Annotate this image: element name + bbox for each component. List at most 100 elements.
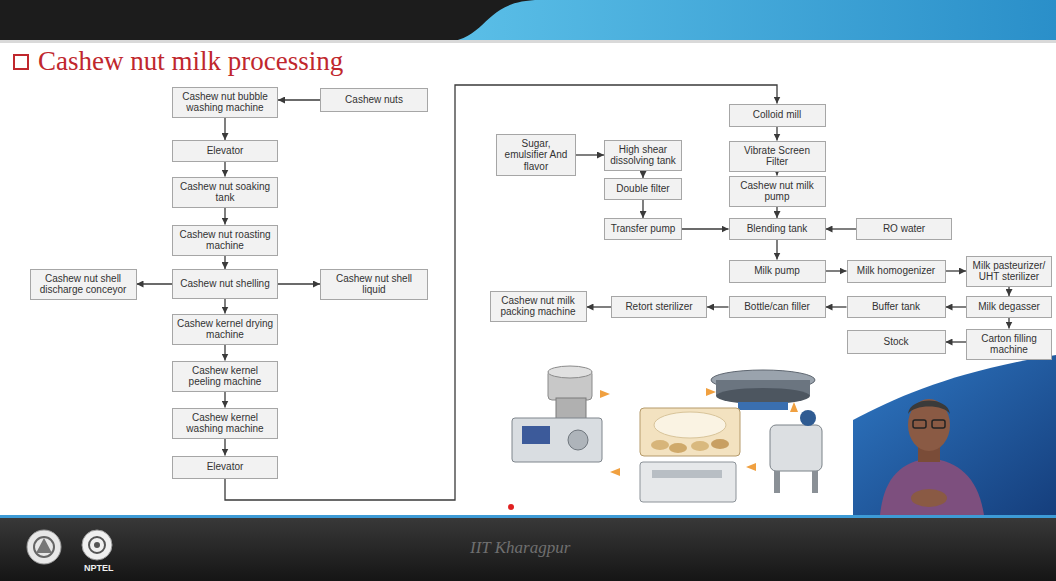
flow-arrow [826, 306, 847, 307]
box-text: Milk degasser [978, 301, 1040, 313]
process-box: Cashew nut roasting machine [172, 225, 278, 256]
process-box: Cashew nut bubble washing machine [172, 87, 278, 118]
presenter-video [853, 355, 1056, 515]
process-box: Double filter [604, 178, 682, 200]
process-box: RO water [856, 218, 952, 240]
box-text: RO water [883, 223, 925, 235]
flow-arrow [1008, 318, 1009, 329]
flow-arrow [278, 99, 320, 100]
box-text: Cashew nut roasting machine [176, 229, 274, 252]
box-text: Double filter [616, 183, 669, 195]
process-box: Cashew nut shelling [172, 269, 278, 299]
flow-arrow [826, 270, 847, 271]
institute-logo [27, 530, 61, 564]
process-box: Milk pasteurizer/ UHT sterilizer [966, 256, 1052, 287]
process-box: Cashew kernel washing machine [172, 408, 278, 439]
process-box: Bottle/can filler [729, 296, 826, 318]
flow-arrow [587, 306, 612, 307]
flow-arrow [776, 240, 777, 260]
process-box: Cashew nut shell liquid [320, 269, 428, 300]
process-box: Elevator [172, 456, 278, 479]
process-box: Blending tank [729, 218, 826, 240]
box-text: Cashew nut shell liquid [324, 273, 424, 296]
watermark: IIT Kharagpur [470, 538, 570, 558]
bottom-rule [0, 515, 1056, 518]
flow-arrow [826, 228, 857, 229]
flow-arrow [224, 256, 225, 270]
process-box: Cashew nuts [320, 88, 428, 112]
flow-arrow [224, 345, 225, 361]
flow-arrow [776, 127, 777, 141]
process-box: Colloid mill [729, 104, 826, 127]
box-text: Elevator [207, 145, 244, 157]
process-box: Cashew nut milk packing machine [490, 291, 587, 322]
box-text: Cashew nut milk pump [733, 180, 822, 203]
flow-arrow [278, 283, 320, 284]
flow-arrow [224, 162, 225, 177]
flow-arrow [224, 439, 225, 456]
box-text: Buffer tank [872, 301, 920, 313]
box-text: Cashew nut milk packing machine [494, 295, 583, 318]
flow-arrow [642, 171, 643, 179]
box-text: Colloid mill [753, 109, 801, 121]
box-text: Cashew nut bubble washing machine [176, 91, 274, 114]
flow-arrow [776, 207, 777, 219]
process-box: Milk degasser [966, 296, 1052, 318]
process-box: Cashew kernel drying machine [172, 314, 278, 345]
process-box: Carton filling machine [966, 329, 1052, 360]
box-text: Elevator [207, 461, 244, 473]
flow-arrow [707, 306, 729, 307]
box-text: Sugar, emulsifier And flavor [500, 138, 572, 173]
process-box: High shear dissolving tank [604, 140, 682, 171]
equipment-photo [512, 366, 822, 502]
top-rule [0, 40, 1056, 43]
slide-title: Cashew nut milk processing [38, 46, 343, 77]
box-text: Blending tank [747, 223, 808, 235]
box-text: Cashew nuts [345, 94, 403, 106]
flow-arrow [224, 208, 225, 225]
box-text: Milk pump [754, 265, 800, 277]
box-text: Vibrate Screen Filter [733, 145, 822, 168]
box-text: Milk pasteurizer/ UHT sterilizer [970, 260, 1048, 283]
flow-arrow [225, 85, 777, 500]
process-box: Retort sterilizer [611, 296, 707, 318]
box-text: Stock [883, 336, 908, 348]
process-box: Cashew kernel peeling machine [172, 361, 278, 392]
process-box: Transfer pump [604, 218, 682, 240]
bottom-bar [0, 515, 1056, 581]
box-text: Transfer pump [611, 223, 676, 235]
flow-arrow [224, 392, 225, 408]
process-box: Elevator [172, 140, 278, 162]
process-box: Milk homogenizer [847, 260, 946, 283]
box-text: Cashew kernel drying machine [176, 318, 274, 341]
flow-arrow [1008, 287, 1009, 297]
laser-dot [508, 504, 514, 510]
flow-arrow [224, 118, 225, 141]
box-text: High shear dissolving tank [608, 144, 678, 167]
flow-arrow [946, 341, 967, 342]
box-text: Carton filling machine [970, 333, 1048, 356]
process-box: Buffer tank [847, 296, 946, 318]
box-text: Cashew nut shelling [180, 278, 270, 290]
process-box: Stock [847, 330, 946, 354]
flow-arrow [137, 283, 173, 284]
flow-arrow [576, 154, 604, 155]
box-text: Milk homogenizer [857, 265, 935, 277]
box-text: Bottle/can filler [744, 301, 810, 313]
box-text: Cashew kernel peeling machine [176, 365, 274, 388]
box-text: Cashew nut soaking tank [176, 181, 274, 204]
box-text: Cashew kernel washing machine [176, 412, 274, 435]
process-box: Cashew nut milk pump [729, 176, 826, 207]
process-box: Vibrate Screen Filter [729, 141, 826, 172]
process-box: Cashew nut shell discharge conceyor [30, 269, 137, 300]
flow-arrow [946, 270, 967, 271]
flow-arrow [224, 299, 225, 314]
flow-arrow [642, 200, 643, 218]
flow-arrow [946, 306, 967, 307]
checkbox-bullet [14, 55, 28, 69]
process-box: Cashew nut soaking tank [172, 177, 278, 208]
nptel-logo [82, 530, 112, 560]
box-text: Retort sterilizer [625, 301, 692, 313]
top-swoosh [440, 0, 1056, 42]
